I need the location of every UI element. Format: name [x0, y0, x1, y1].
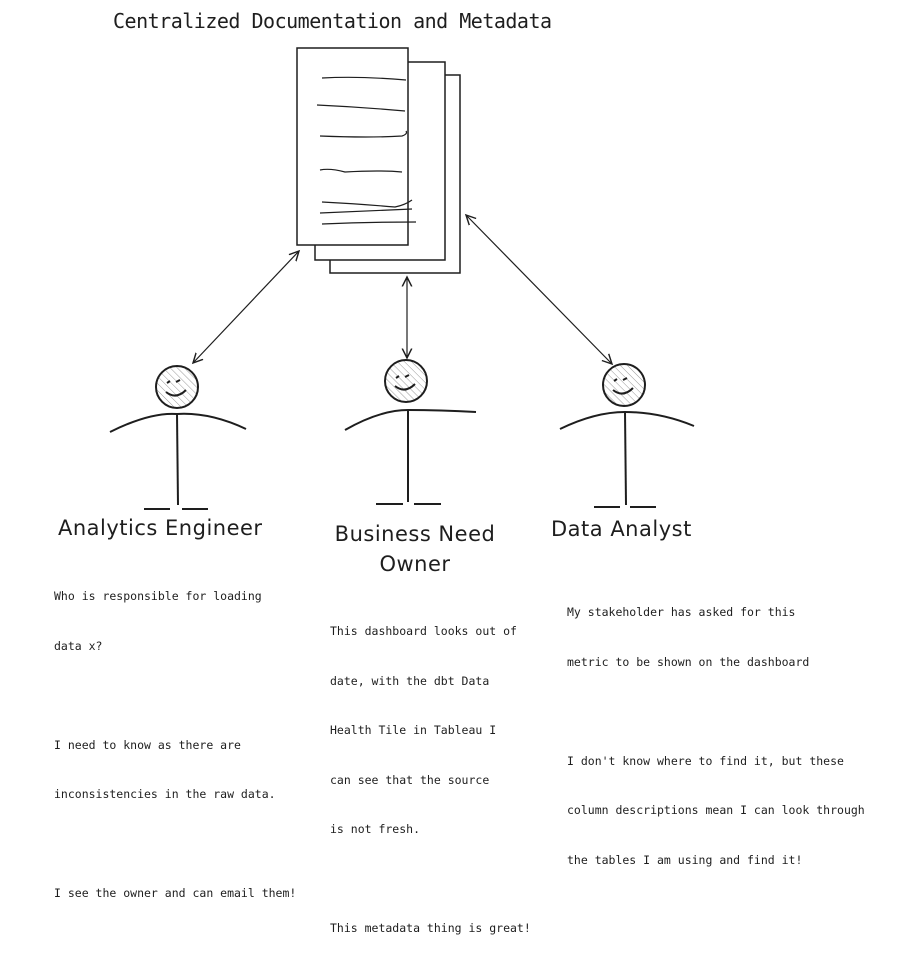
- persona-label-data-analyst: Data Analyst: [551, 517, 692, 541]
- description-line: This dashboard looks out of: [330, 624, 517, 638]
- stick-figure-data-analyst: [559, 363, 695, 508]
- stick-figure-analytics-engineer: [109, 365, 247, 510]
- description-line: My stakeholder has asked for this: [567, 605, 796, 619]
- description-line: Health Tile in Tableau I: [330, 723, 497, 737]
- description-line: the tables I am using and find it!: [567, 852, 803, 867]
- persona-name: Analytics Engineer: [58, 516, 263, 540]
- description-line: Who is responsible for loading: [54, 589, 262, 603]
- description-line: [567, 703, 865, 720]
- persona-label-analytics-engineer: Analytics Engineer: [58, 516, 263, 540]
- description-line: I see the owner and can email them!: [54, 886, 297, 900]
- document-stack-icon: [296, 47, 461, 274]
- description-line: data x?: [54, 638, 103, 653]
- description-line: [54, 687, 296, 704]
- description-line: column descriptions mean I can look thro…: [567, 803, 865, 817]
- description-line: date, with the dbt Data: [330, 673, 490, 688]
- description-line: [330, 871, 531, 888]
- persona-description-business-owner: This dashboard looks out of date, with t…: [330, 590, 531, 953]
- description-line: I need to know as there are: [54, 737, 241, 752]
- persona-name: Data Analyst: [551, 517, 692, 541]
- description-line: inconsistencies in the raw data.: [54, 787, 276, 801]
- diagram-title: Centralized Documentation and Metadata: [113, 9, 552, 33]
- persona-name: Owner: [379, 552, 451, 576]
- connector-arrows: [193, 215, 612, 364]
- description-line: metric to be shown on the dashboard: [567, 654, 810, 669]
- description-line: This metadata thing is great!: [330, 921, 531, 935]
- description-line: is not fresh.: [330, 822, 421, 836]
- description-line: I don't know where to find it, but these: [567, 753, 844, 768]
- persona-label-business-owner: Business Need Owner: [330, 519, 500, 579]
- persona-description-data-analyst: My stakeholder has asked for this metric…: [567, 571, 865, 885]
- stick-figure-business-owner: [344, 359, 477, 505]
- description-line: [54, 836, 296, 853]
- persona-name: Business Need: [334, 522, 496, 546]
- diagram-canvas: [109, 47, 695, 510]
- description-line: can see that the source: [330, 772, 490, 787]
- persona-description-analytics-engineer: Who is responsible for loading data x? I…: [54, 555, 296, 918]
